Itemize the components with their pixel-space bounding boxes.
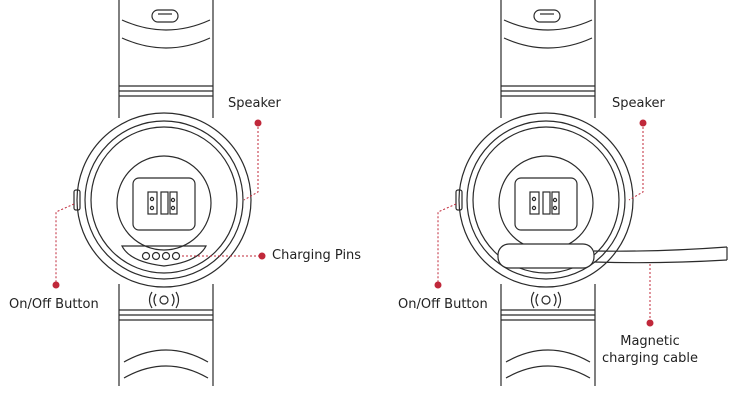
right-cable-dot: [646, 319, 654, 327]
left-charging-pins-label: Charging Pins: [272, 248, 362, 263]
left-onoff-dot: [52, 281, 60, 289]
right-watch: [434, 0, 728, 387]
left-on-off-label: On/Off Button: [9, 297, 99, 312]
right-speaker-dot: [639, 119, 647, 127]
right-cable-label-line1: Magnetic: [620, 334, 680, 349]
left-pins-dot: [258, 252, 266, 260]
left-callouts: [55, 123, 262, 285]
right-callouts: [437, 123, 651, 323]
charger-cable: [593, 246, 728, 264]
left-speaker-dot: [254, 119, 262, 127]
left-speaker-label: Speaker: [228, 96, 281, 111]
charger-plug: [497, 243, 595, 269]
right-cable-label-line2: charging cable: [602, 351, 698, 366]
left-watch: [52, 0, 266, 387]
charging-pins: [141, 251, 181, 261]
right-on-off-label: On/Off Button: [398, 297, 488, 312]
right-speaker-label: Speaker: [612, 96, 665, 111]
right-onoff-dot: [434, 281, 442, 289]
